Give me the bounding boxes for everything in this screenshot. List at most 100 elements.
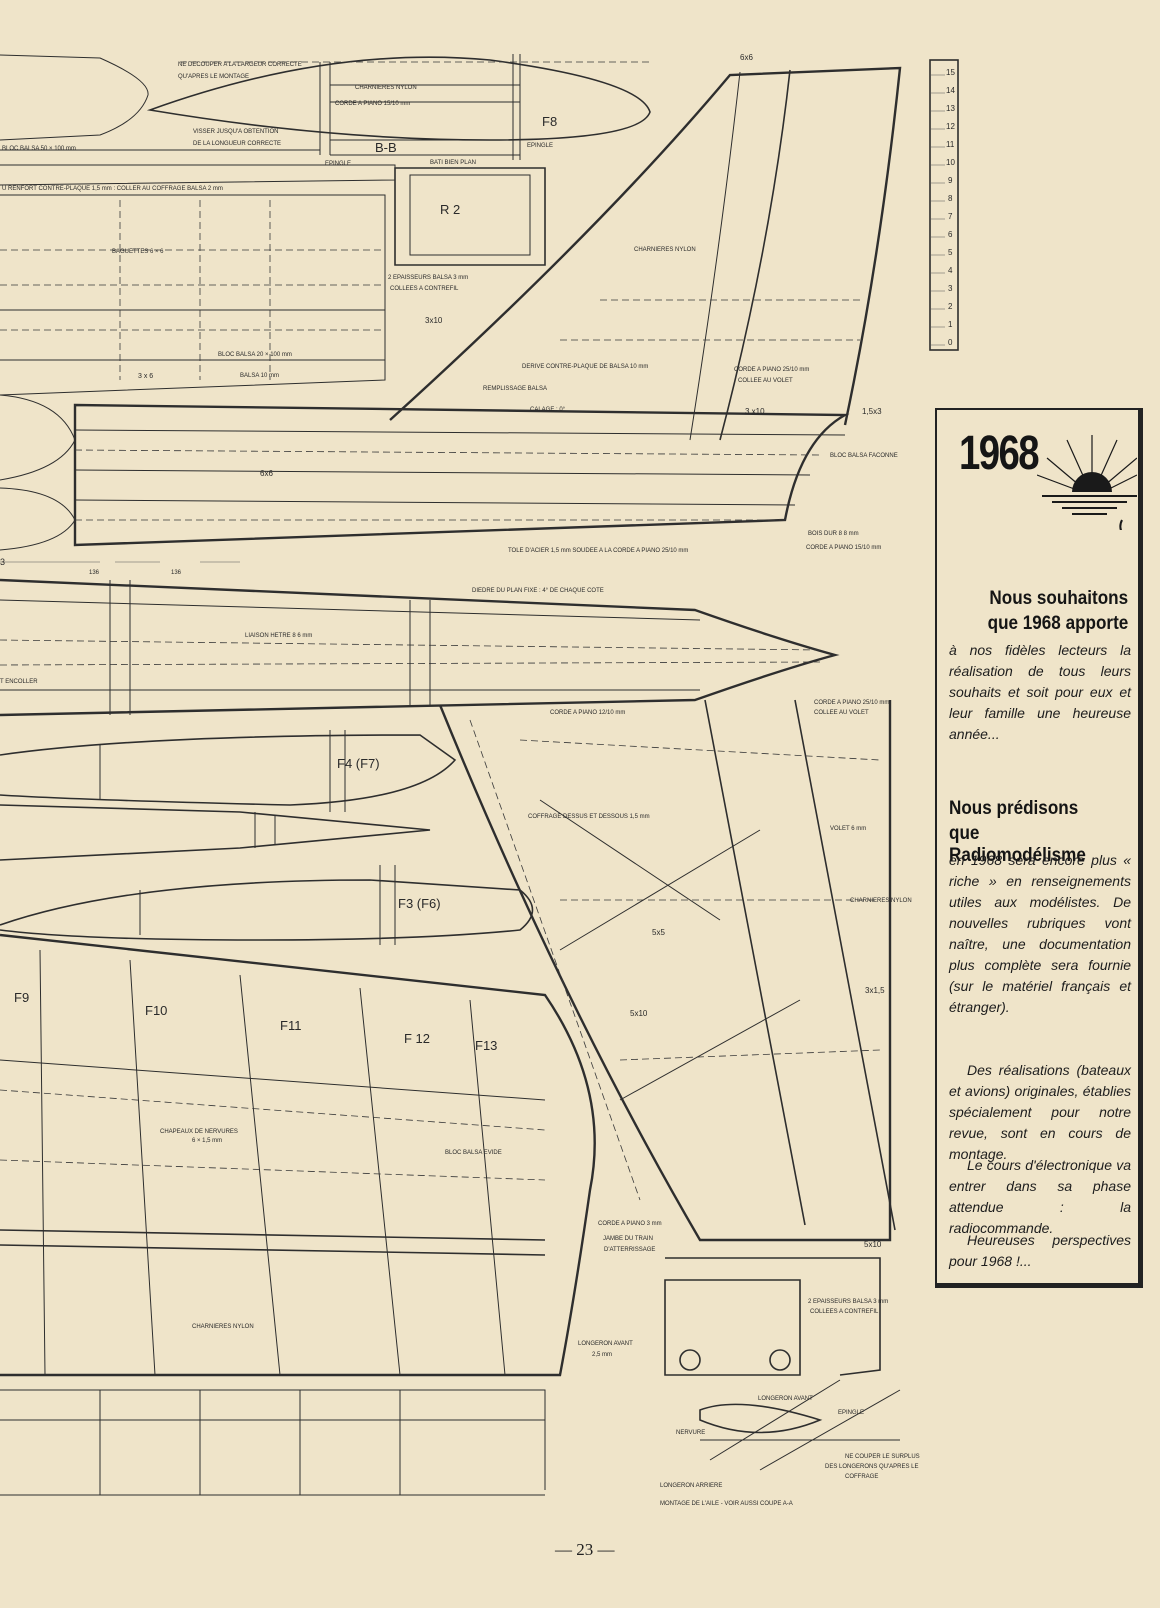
label-f13: F13: [475, 1038, 497, 1053]
label-corde-piano-12: CORDE A PIANO 12/10 mm: [550, 710, 625, 716]
label-3x10-b: 3 x10: [745, 407, 765, 416]
label-bois-dur: BOIS DUR 8 8 mm: [808, 531, 859, 537]
label-3x6: 3 x 6: [138, 373, 153, 380]
label-epaisseurs-bot-1: 2 EPAISSEURS BALSA 3 mm: [808, 1299, 888, 1305]
label-calage: CALAGE : 0°: [530, 407, 566, 413]
label-r2: R 2: [440, 202, 460, 217]
panel-year: 1968: [959, 427, 1040, 480]
label-charnieres-stab: CHARNIERES NYLON: [850, 898, 912, 904]
ruler-10: 10: [946, 158, 955, 167]
label-3x1-5: 3x1,5: [865, 986, 885, 995]
label-coffrage: COFFRAGE DESSUS ET DESSOUS 1,5 mm: [528, 814, 650, 820]
label-epaisseurs-top-1: 2 EPAISSEURS BALSA 3 mm: [388, 275, 468, 281]
label-volet: VOLET 6 mm: [830, 826, 866, 832]
label-bati: BATI BIEN PLAN: [430, 160, 476, 166]
heading-2-line-2: que Radiomodélisme: [949, 823, 1086, 866]
label-f10: F10: [145, 1003, 167, 1018]
label-6x6-top: 6x6: [740, 53, 753, 62]
label-remplissage: REMPLISSAGE BALSA: [483, 386, 547, 392]
label-longeron-avant-detail: LONGERON AVANT: [758, 1396, 813, 1402]
label-corde-piano-25-b-1: CORDE A PIANO 25/10 mm: [814, 700, 889, 706]
label-charnieres-wing: CHARNIERES NYLON: [192, 1324, 254, 1330]
label-f9: F9: [14, 990, 29, 1005]
label-bloc-balsa-50: BLOC BALSA 50 × 100 mm: [2, 146, 76, 152]
label-bloc-faconne: BLOC BALSA FACONNE: [830, 453, 898, 459]
paragraph-4: Le cours d'électronique va entrer dans s…: [949, 1157, 1131, 1236]
label-longueur: DE LA LONGUEUR CORRECTE: [193, 141, 281, 147]
label-corde-piano-25-a-2: COLLEE AU VOLET: [738, 378, 793, 384]
ruler-4: 4: [948, 266, 953, 275]
label-decouper: NE DECOUPER A LA LARGEUR CORRECTE: [178, 62, 302, 68]
label-ne-couper-1: NE COUPER LE SURPLUS: [845, 1454, 920, 1460]
label-jambe-2: D'ATTERRISSAGE: [604, 1247, 655, 1253]
label-f12: F 12: [404, 1031, 430, 1046]
label-nervure: NERVURE: [676, 1430, 705, 1436]
label-corde-piano-25-a-1: CORDE A PIANO 25/10 mm: [734, 367, 809, 373]
label-f3: F3 (F6): [398, 896, 441, 911]
label-6x6-body: 6x6: [260, 469, 273, 478]
label-epaisseurs-bot-2: COLLEES A CONTREFIL: [810, 1309, 879, 1315]
label-136-b: 136: [171, 570, 182, 576]
ruler-3: 3: [948, 284, 953, 293]
label-montage: MONTAGE DE L'AILE - VOIR AUSSI COUPE A-A: [660, 1501, 793, 1507]
label-apres-montage: QU'APRES LE MONTAGE: [178, 74, 249, 80]
label-epingle-detail: EPINGLE: [838, 1410, 864, 1416]
label-bloc-balsa-20: BLOC BALSA 20 × 100 mm: [218, 352, 292, 358]
sunset-icon: [1037, 435, 1137, 530]
ruler-7: 7: [948, 212, 953, 221]
label-f4: F4 (F7): [337, 756, 380, 771]
label-epaisseurs-top-2: COLLEES A CONTREFIL: [390, 286, 459, 292]
ruler-14: 14: [946, 86, 955, 95]
label-longeron-arriere: LONGERON ARRIERE: [660, 1483, 722, 1489]
label-visser: VISSER JUSQU'A OBTENTION: [193, 129, 279, 135]
label-5x5: 5x5: [652, 928, 665, 937]
ruler-13: 13: [946, 104, 955, 113]
ruler-0: 0: [948, 338, 953, 347]
label-balsa-10: BALSA 10 mm: [240, 373, 279, 379]
ruler-5: 5: [948, 248, 953, 257]
ruler-9: 9: [948, 176, 953, 185]
label-charnieres-fin: CHARNIERES NYLON: [634, 247, 696, 253]
label-epingle-right: EPINGLE: [527, 143, 553, 149]
label-3x10-a: 3x10: [425, 316, 443, 325]
label-5x10-a: 5x10: [630, 1009, 648, 1018]
label-chapeaux-1: CHAPEAUX DE NERVURES: [160, 1129, 238, 1135]
label-section-bb: B-B: [375, 140, 397, 155]
heading-2-line-1: Nous prédisons: [949, 798, 1079, 819]
label-3: 3: [0, 557, 5, 567]
label-diedre: DIEDRE DU PLAN FIXE : 4° DE CHAQUE COTE: [472, 588, 604, 594]
label-epingle-left: EPINGLE: [325, 161, 351, 167]
label-liaison: LIAISON HETRE 8 6 mm: [245, 633, 312, 639]
label-1-5x3: 1,5x3: [862, 407, 882, 416]
new-year-panel: 1968 Nous souhaitons que 1968 apporte à …: [935, 408, 1143, 1288]
label-charnieres-top: CHARNIERES NYLON: [355, 85, 417, 91]
label-f11: F11: [280, 1018, 301, 1033]
heading-1-line-1: Nous souhaitons: [989, 588, 1128, 609]
label-longeron-avant-1: LONGERON AVANT: [578, 1341, 633, 1347]
ruler-1: 1: [948, 320, 953, 329]
label-5x10-b: 5x10: [864, 1240, 882, 1249]
label-f8: F8: [542, 114, 557, 129]
label-bloc-evide: BLOC BALSA EVIDE: [445, 1150, 502, 1156]
label-renfort: U RENFORT CONTRE-PLAQUE 1,5 mm : COLLER …: [2, 186, 223, 192]
paragraph-3: Des réalisations (bateaux et avions) ori…: [949, 1062, 1131, 1162]
label-chapeaux-2: 6 × 1,5 mm: [192, 1138, 222, 1144]
label-ne-couper-3: COFFRAGE: [845, 1474, 878, 1480]
page-number: — 23 —: [555, 1540, 615, 1559]
paragraph-5: Heureuses perspectives pour 1968 !...: [949, 1232, 1131, 1269]
ruler-11: 11: [946, 140, 955, 149]
label-ne-couper-2: DES LONGERONS QU'APRES LE: [825, 1464, 919, 1470]
label-corde-piano-15-b: CORDE A PIANO 15/10 mm: [806, 545, 881, 551]
ruler-2: 2: [948, 302, 953, 311]
label-corde-piano-15: CORDE A PIANO 15/10 mm: [335, 101, 410, 107]
label-baguettes: BAGUETTES 6 × 6: [112, 249, 164, 255]
ruler-6: 6: [948, 230, 953, 239]
paragraph-1: à nos fidèles lecteurs la réalisation de…: [949, 642, 1131, 742]
label-tole: TOLE D'ACIER 1,5 mm SOUDEE A LA CORDE A …: [508, 548, 688, 554]
paragraph-2: en 1968 sera encore plus « riche » en re…: [949, 852, 1131, 1015]
label-corde-piano-25-b-2: COLLEE AU VOLET: [814, 710, 869, 716]
label-encoller: T ENCOLLER: [0, 679, 38, 685]
ruler-12: 12: [946, 122, 955, 131]
label-longeron-avant-2: 2,5 mm: [592, 1352, 612, 1358]
